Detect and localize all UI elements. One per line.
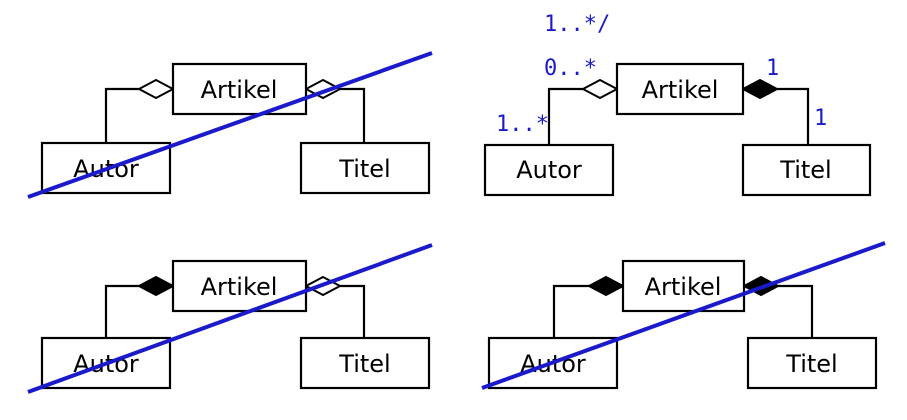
titel-class-label: Titel: [785, 350, 837, 378]
multiplicity-titel: 1: [814, 106, 827, 131]
autor-connector: [552, 284, 589, 338]
artikel-class-label: Artikel: [201, 76, 278, 104]
titel-connector: [777, 87, 810, 145]
artikel-class-label: Artikel: [645, 273, 722, 301]
autor-connector: [547, 87, 583, 145]
titel-class-box: [299, 141, 431, 195]
strike-through-line: [27, 51, 433, 199]
titel-class-label: Titel: [338, 155, 390, 183]
artikel-class-label: Artikel: [642, 76, 719, 104]
titel-connector: [778, 284, 814, 338]
multiplicity-composition: 1: [766, 56, 779, 81]
autor-connector: [104, 87, 139, 143]
diagram-4: Artikel Autor Titel: [481, 241, 886, 390]
composition-diamond-autor: [586, 275, 626, 297]
artikel-class-box: [615, 62, 745, 116]
diagram-2: Artikel Autor Titel 1..*/ 0..* 1..* 1 1: [483, 12, 872, 197]
diagram-3: Artikel Autor Titel: [27, 243, 433, 394]
titel-class-box: [299, 336, 431, 390]
aggregation-diamond-autor: [136, 78, 176, 100]
composition-diamond-autor: [136, 275, 176, 297]
artikel-class-box: [171, 259, 308, 313]
titel-class-box: [746, 336, 878, 390]
autor-class-label: Autor: [516, 156, 582, 184]
titel-class-label: Titel: [779, 156, 831, 184]
multiplicity-autor: 1..*: [496, 112, 549, 137]
multiplicity-article-bottom: 0..*: [544, 56, 597, 81]
diagram-1: Artikel Autor Titel: [27, 51, 433, 199]
aggregation-diamond-autor: [580, 78, 620, 100]
titel-connector: [340, 284, 366, 338]
strike-through-line: [27, 243, 433, 394]
strike-through-line: [481, 241, 886, 390]
titel-class-label: Titel: [338, 350, 390, 378]
composition-diamond-titel: [740, 78, 780, 100]
multiplicity-article-top: 1..*/: [544, 12, 610, 37]
titel-connector: [340, 87, 366, 143]
artikel-class-label: Artikel: [201, 273, 278, 301]
autor-class-box: [483, 143, 615, 197]
autor-connector: [104, 284, 139, 338]
titel-class-box: [741, 143, 872, 197]
